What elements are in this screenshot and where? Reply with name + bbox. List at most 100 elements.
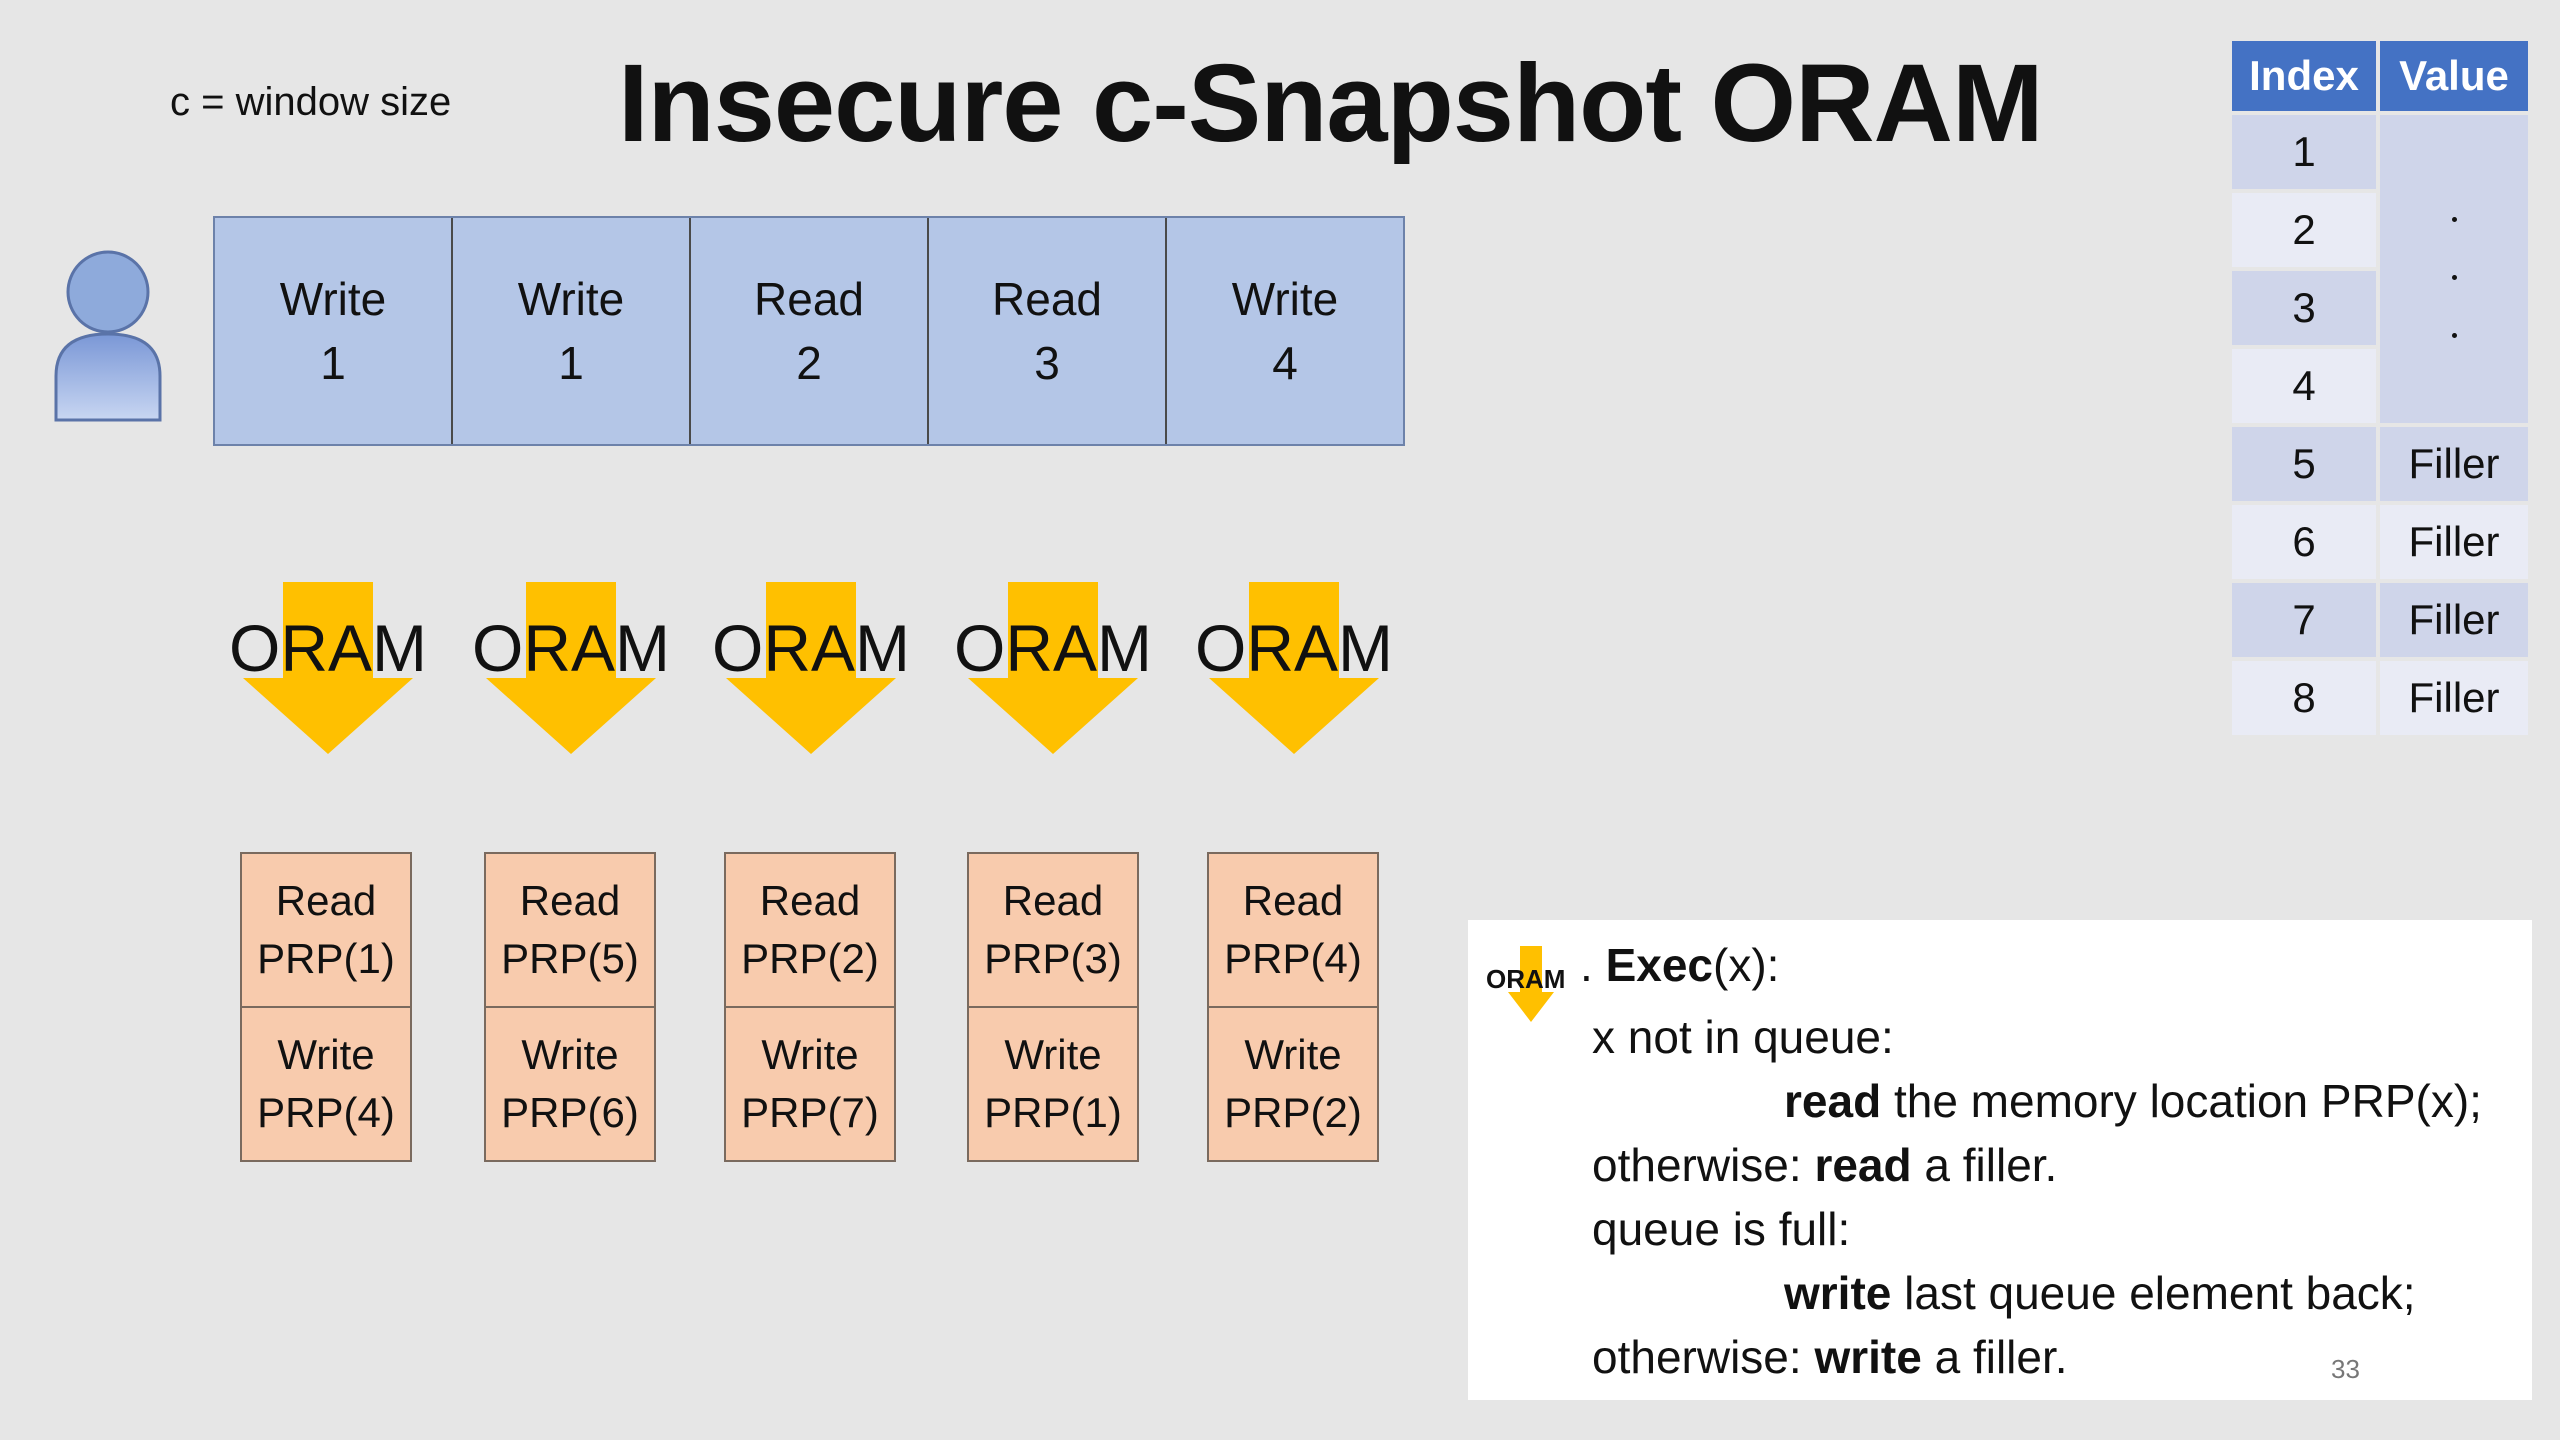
oram-arrow: ORAM [223, 582, 433, 754]
exec-line: queue is full: [1592, 1203, 1851, 1255]
oram-arrow: ORAM [466, 582, 676, 754]
read-op-arg: PRP(2) [741, 935, 879, 982]
ellipsis-dot [2452, 275, 2457, 280]
exec-text: last queue element back; [1891, 1267, 2416, 1319]
exec-args: (x): [1713, 939, 1780, 991]
exec-keyword: read [1814, 1139, 1912, 1191]
table-row: 3 [2232, 271, 2528, 345]
exec-line: x not in queue: [1592, 1011, 1894, 1063]
queue-arg: 1 [320, 337, 346, 389]
queue-arg: 4 [1272, 337, 1298, 389]
read-op-label: Read [275, 877, 377, 924]
oram-label: ORAM [472, 611, 670, 685]
read-op-arg: PRP(4) [1224, 935, 1362, 982]
queue-arg: 1 [558, 337, 584, 389]
index-cell: 7 [2232, 583, 2376, 657]
window-size-note: c = window size [170, 80, 452, 124]
ellipsis-cell [2380, 115, 2528, 423]
exec-keyword: write [1814, 1331, 1922, 1383]
write-op-label: Write [521, 1031, 619, 1078]
value-header: Value [2380, 41, 2528, 111]
write-op-label: Write [277, 1031, 375, 1078]
value-cell: Filler [2380, 427, 2528, 501]
table-row: 4 [2232, 349, 2528, 423]
read-op-label: Read [1242, 877, 1344, 924]
down-arrow-icon [726, 582, 896, 754]
write-op-arg: PRP(7) [741, 1089, 879, 1136]
index-cell: 2 [2232, 193, 2376, 267]
oram-arrow: ORAM [1189, 582, 1399, 754]
queue-cell: Read 3 [929, 218, 1167, 444]
queue-op: Write [1231, 273, 1339, 325]
down-arrow-icon [486, 582, 656, 754]
down-arrow-icon [1209, 582, 1379, 754]
oram-arrow: ORAM [948, 582, 1158, 754]
queue-op: Write [517, 273, 625, 325]
exec-text: otherwise: [1592, 1331, 1815, 1383]
index-cell: 5 [2232, 427, 2376, 501]
read-op-arg: PRP(5) [501, 935, 639, 982]
queue-op: Read [754, 273, 864, 325]
exec-line: otherwise: write a filler. [1592, 1330, 2068, 1384]
exec-text: a filler. [1921, 1331, 2068, 1383]
exec-text: a filler. [1911, 1139, 2058, 1191]
index-cell: 8 [2232, 661, 2376, 735]
index-cell: 3 [2232, 271, 2376, 345]
write-op-arg: PRP(1) [984, 1089, 1122, 1136]
table-row: 2 [2232, 193, 2528, 267]
ellipsis-dot [2452, 333, 2457, 338]
exec-line: otherwise: read a filler. [1592, 1138, 2057, 1192]
exec-text: the memory location PRP(x); [1881, 1075, 2482, 1127]
queue-cell: Write 1 [453, 218, 691, 444]
table-row: 1 [2232, 115, 2528, 423]
oram-label: ORAM [1195, 611, 1393, 685]
write-op-label: Write [761, 1031, 859, 1078]
index-cell: 1 [2232, 115, 2376, 189]
ellipsis-dot [2452, 217, 2457, 222]
value-cell: Filler [2380, 661, 2528, 735]
oram-label: ORAM [712, 611, 910, 685]
page-title: Insecure c-Snapshot ORAM [618, 42, 2044, 165]
queue-arg: 3 [1034, 337, 1060, 389]
queue-op: Read [992, 273, 1102, 325]
index-cell: 4 [2232, 349, 2376, 423]
write-op-label: Write [1004, 1031, 1102, 1078]
exec-keyword: write [1784, 1267, 1892, 1319]
exec-signature: . Exec(x): [1580, 938, 1779, 992]
exec-line: read the memory location PRP(x); [1784, 1074, 2482, 1128]
exec-dot: . [1580, 939, 1593, 991]
read-op-label: Read [1002, 877, 1104, 924]
down-arrow-icon [968, 582, 1138, 754]
down-arrow-icon [1508, 946, 1554, 1022]
read-op-label: Read [759, 877, 861, 924]
read-op-label: Read [519, 877, 621, 924]
page-number: 33 [2331, 1354, 2360, 1384]
exec-keyword: read [1784, 1075, 1882, 1127]
exec-description-box: ORAM . Exec(x): x not in queue: read the… [1468, 920, 2532, 1400]
read-op-arg: PRP(1) [257, 935, 395, 982]
value-cell: Filler [2380, 505, 2528, 579]
index-header: Index [2232, 41, 2376, 111]
